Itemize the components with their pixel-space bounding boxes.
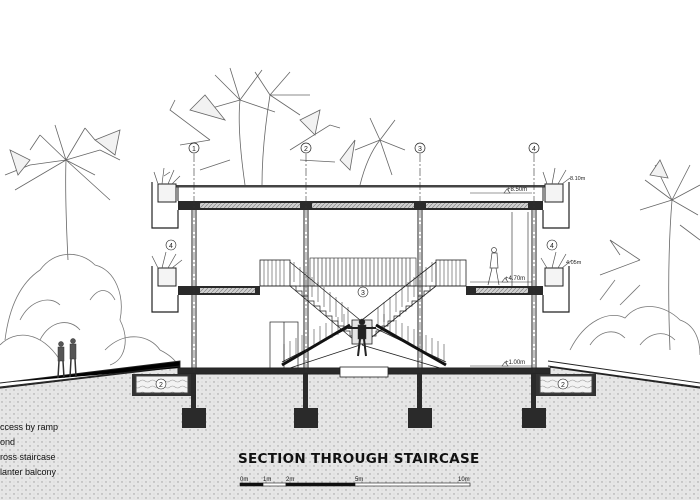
roof-slab [170, 185, 545, 210]
tag-pond-left: 2 [159, 382, 163, 389]
ramp-right [547, 360, 700, 388]
cross-staircase [259, 259, 467, 378]
grid-marker-circle-1 [188, 142, 200, 154]
palm-tree-right [599, 159, 700, 351]
legend-item-ramp: ccess by ramp [0, 422, 59, 432]
level-first-floor: +4.70m [505, 276, 525, 282]
legend-item-staircase: ross staircase [0, 452, 56, 462]
scale-bar: 0m 1m 2m 5m 10m [239, 477, 471, 487]
grid-marker-3: 3 [418, 146, 422, 153]
grid-marker-circle-2 [300, 142, 312, 154]
tag-pond-right: 2 [561, 382, 565, 389]
glazing [511, 212, 529, 286]
scale-segment-0 [239, 482, 264, 487]
building-section [132, 167, 596, 428]
drawing-title: SECTION THROUGH STAIRCASE [238, 451, 480, 467]
tags [155, 239, 569, 390]
planter-balcony-right [542, 182, 570, 313]
foundations [182, 374, 546, 428]
legend-item-balcony: lanter balcony [0, 467, 57, 477]
scale-label-2: 2m [286, 477, 294, 483]
grid-marker-4: 4 [532, 146, 536, 153]
ramp-left [0, 360, 181, 388]
columns [191, 210, 537, 368]
grid-layer: 1 2 3 4 [188, 142, 540, 374]
person-left-1 [57, 341, 65, 379]
tag-balcony-right: 4 [550, 243, 554, 250]
human-figures [57, 247, 500, 379]
scale-label-4: 10m [458, 477, 470, 483]
tag-staircase: 3 [361, 290, 365, 297]
grid-marker-1: 1 [192, 146, 196, 153]
grid-marker-circle-3 [414, 142, 426, 154]
person-upper-right [487, 247, 500, 286]
legend-item-pond: ond [0, 437, 16, 447]
scale-segment-3 [354, 482, 471, 487]
upper-railing [309, 257, 417, 287]
level-roof: +8.50m [507, 187, 527, 193]
grid-marker-circle-4 [528, 142, 540, 154]
scale-label-1: 1m [263, 477, 271, 483]
scale-segment-1 [262, 482, 287, 487]
palm-tree-center [169, 67, 341, 186]
level-ground-floor: +1.00m [505, 360, 525, 366]
person-left-2 [69, 338, 77, 378]
shrubs-right [569, 279, 700, 356]
level-first-balcony: 4.05m [566, 260, 582, 266]
scale-segment-2 [285, 482, 356, 487]
person-stair [348, 318, 376, 357]
scale-label-0: 0m [240, 477, 248, 483]
grid-marker-2: 2 [304, 146, 308, 153]
door [269, 321, 299, 369]
level-markers [470, 188, 532, 367]
planter-balcony-left [151, 182, 179, 313]
scale-label-3: 5m [355, 477, 363, 483]
tag-balcony-left: 4 [169, 243, 173, 250]
shrubs-left [0, 253, 179, 366]
level-roof-balcony: 8.10m [570, 176, 586, 182]
palm-tree-center-right [339, 117, 406, 186]
planter-plants [151, 167, 573, 269]
vegetation [0, 67, 700, 366]
palm-tree-left [4, 124, 121, 261]
legend: ccess by ramp ond ross staircase lanter … [0, 420, 58, 480]
